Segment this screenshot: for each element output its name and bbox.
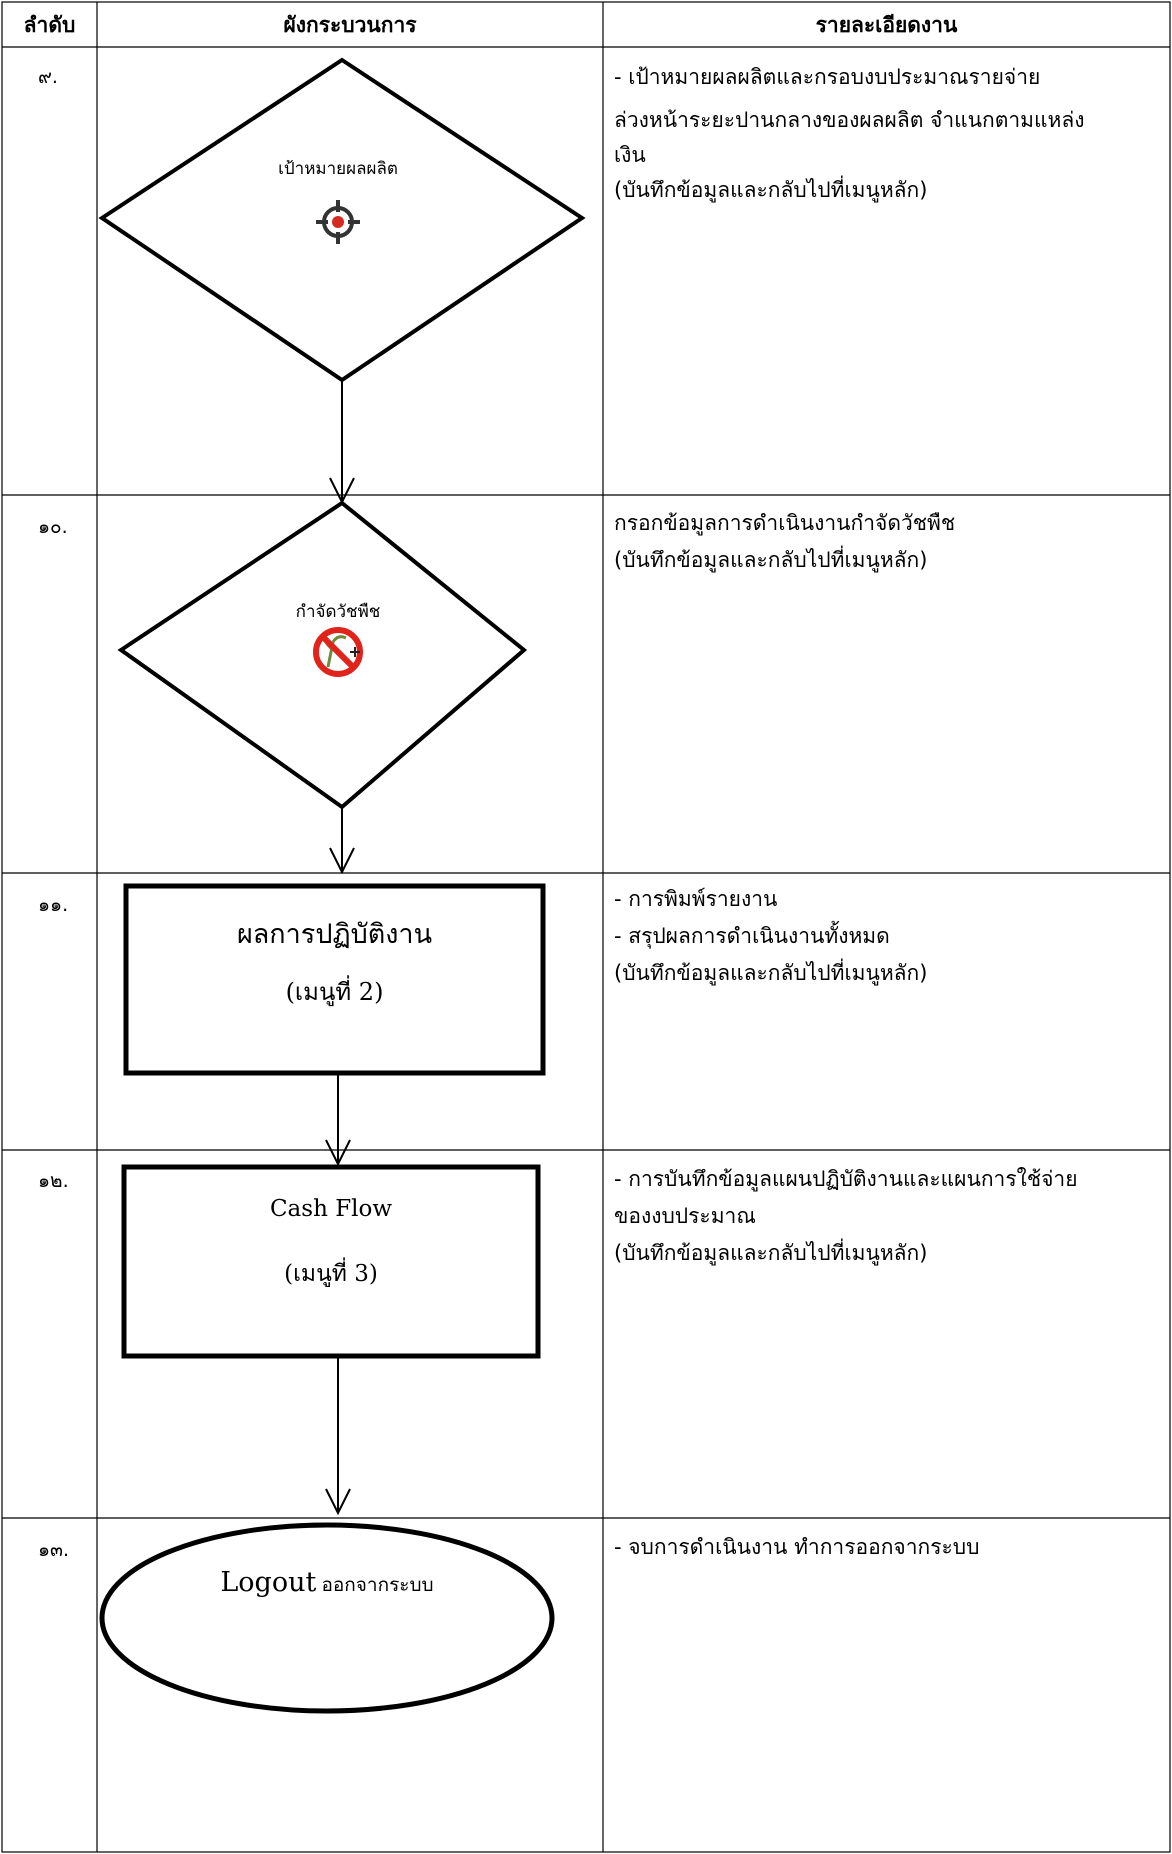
- header-flow: ผังกระบวนการ: [283, 13, 417, 37]
- row-number-13: ๑๓.: [38, 1539, 70, 1561]
- detail-line: ล่วงหน้าระยะปานกลางของผลผลิต จำแนกตามแหล…: [614, 108, 1085, 132]
- detail-line: กรอกข้อมูลการดำเนินงานกำจัดวัชพืช: [614, 511, 956, 535]
- no-weeds-icon: [313, 627, 363, 677]
- diamond-label-weed: กำจัดวัชพืช: [295, 602, 381, 622]
- box-sublabel-performance: (เมนูที่ 2): [285, 978, 384, 1006]
- connector-arrow-1: [329, 380, 355, 505]
- box-label-cashflow: Cash Flow: [269, 1196, 393, 1222]
- logout-label: Logout: [220, 1567, 317, 1598]
- box-sublabel-cashflow: (เมนูที่ 3): [284, 1261, 378, 1287]
- detail-line: ของงบประมาณ: [614, 1204, 756, 1228]
- detail-block-11: - การพิมพ์รายงาน - สรุปผลการดำเนินงานทั้…: [614, 878, 927, 995]
- detail-line: - สรุปผลการดำเนินงานทั้งหมด: [614, 924, 890, 948]
- box-label-performance: ผลการปฏิบัติงาน: [236, 919, 433, 950]
- detail-line: (บันทึกข้อมูลและกลับไปที่เมนูหลัก): [614, 548, 928, 572]
- process-box-performance: [123, 883, 546, 1076]
- header-order: ลำดับ: [23, 13, 76, 37]
- target-icon: [316, 200, 360, 244]
- detail-line: - จบการดำเนินงาน ทำการออกจากระบบ: [614, 1535, 980, 1559]
- logout-sublabel: ออกจากระบบ: [321, 1574, 434, 1596]
- row-number-10: ๑๐.: [38, 516, 68, 538]
- terminal-ellipse-logout: [99, 1522, 555, 1714]
- process-box-cashflow: [121, 1164, 541, 1359]
- detail-block-9: - เป้าหมายผลผลิตและกรอบงบประมาณรายจ่าย ล…: [614, 56, 1085, 212]
- detail-line: - การพิมพ์รายงาน: [614, 887, 778, 911]
- detail-line: (บันทึกข้อมูลและกลับไปที่เมนูหลัก): [614, 961, 928, 985]
- diamond-label-target: เป้าหมายผลผลิต: [278, 159, 398, 179]
- detail-line: - เป้าหมายผลผลิตและกรอบงบประมาณรายจ่าย: [614, 65, 1041, 89]
- connector-arrow-3: [325, 1073, 351, 1167]
- detail-block-13: - จบการดำเนินงาน ทำการออกจากระบบ: [614, 1526, 979, 1569]
- detail-line: - การบันทึกข้อมูลแผนปฏิบัติงานและแผนการใ…: [614, 1167, 1078, 1191]
- header-detail: รายละเอียดงาน: [815, 13, 958, 37]
- row-number-9: ๙.: [38, 66, 58, 88]
- row-number-11: ๑๑.: [38, 894, 69, 916]
- detail-line: (บันทึกข้อมูลและกลับไปที่เมนูหลัก): [614, 1241, 928, 1265]
- connector-arrow-2: [329, 807, 355, 875]
- ellipse-label-logout: Logout ออกจากระบบ: [102, 1567, 552, 1600]
- connector-arrow-4: [325, 1356, 351, 1516]
- detail-block-10: กรอกข้อมูลการดำเนินงานกำจัดวัชพืช (บันทึ…: [614, 502, 955, 582]
- detail-line: เงิน: [614, 143, 646, 167]
- detail-block-12: - การบันทึกข้อมูลแผนปฏิบัติงานและแผนการใ…: [614, 1158, 1078, 1275]
- detail-line: (บันทึกข้อมูลและกลับไปที่เมนูหลัก): [614, 178, 928, 202]
- row-number-12: ๑๒.: [38, 1170, 69, 1192]
